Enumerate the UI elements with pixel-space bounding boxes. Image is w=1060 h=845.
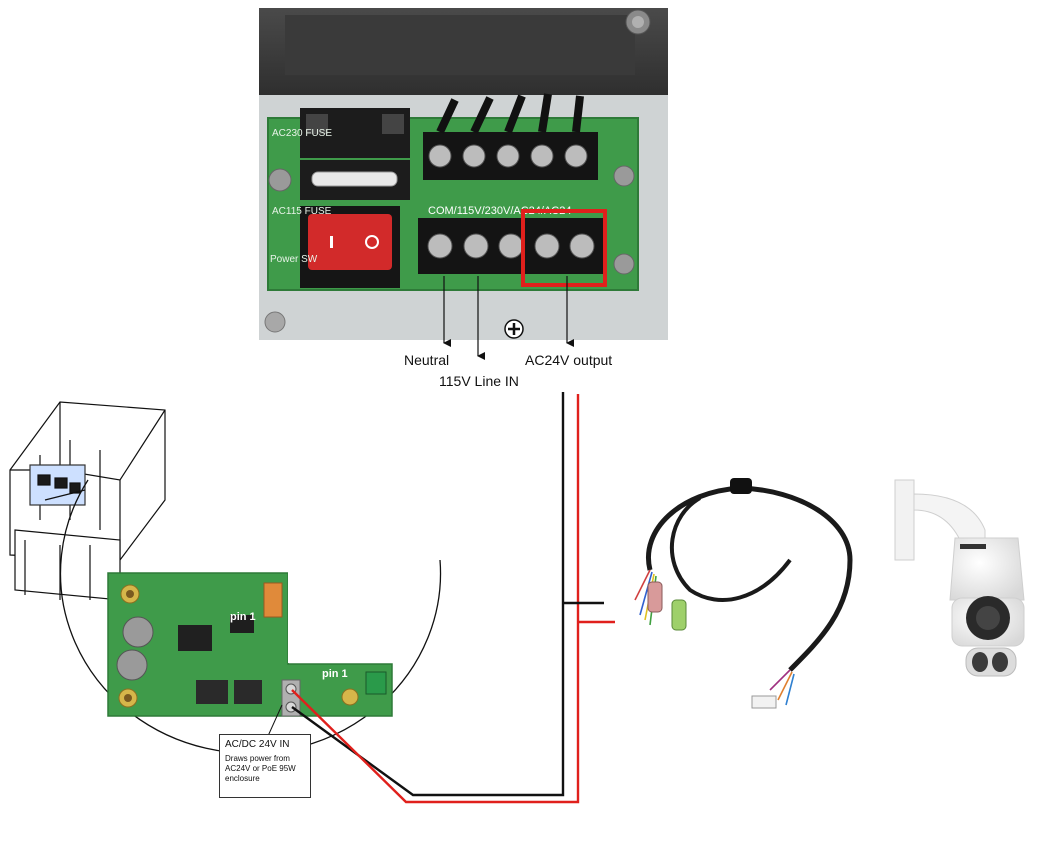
power-input-callout: AC/DC 24V IN Draws power from AC24V or P… [219, 734, 311, 798]
ac24v-output-label: AC24V output [525, 352, 613, 368]
fuse-230-label: AC230 FUSE [272, 128, 332, 139]
camera-power-board: pin 1 pin 1 [107, 545, 408, 717]
callout-leader [267, 704, 283, 737]
terminal-arrows [443, 276, 574, 360]
ac24-highlight-box [521, 209, 607, 287]
ground-icon [504, 319, 524, 339]
terminal-block-photo: AC230 FUSE AC115 FUSE Power SW COM/115V/… [259, 8, 668, 340]
power-sw-label: Power SW [270, 254, 318, 265]
upper-terminal-block [423, 93, 598, 180]
line-in-label: 115V Line IN [439, 373, 519, 389]
neutral-label: Neutral [404, 352, 450, 368]
pin1-bottom-label: pin 1 [322, 668, 348, 680]
camera-cable-photo [634, 478, 853, 709]
lower-terminal-block [418, 218, 603, 274]
enclosure-sketch [9, 401, 166, 601]
pin1-top-label: pin 1 [230, 611, 256, 623]
zoom-circle [59, 479, 442, 754]
terminal-label-text: COM/115V/230V/AC24/AC24 [428, 205, 571, 217]
ptz-camera-photo [894, 479, 1025, 677]
callout-title: AC/DC 24V IN [225, 739, 290, 750]
fuse-115-label: AC115 FUSE [272, 206, 332, 217]
callout-description: Draws power from AC24V or PoE 95W enclos… [225, 754, 296, 783]
power-wires [291, 392, 615, 804]
